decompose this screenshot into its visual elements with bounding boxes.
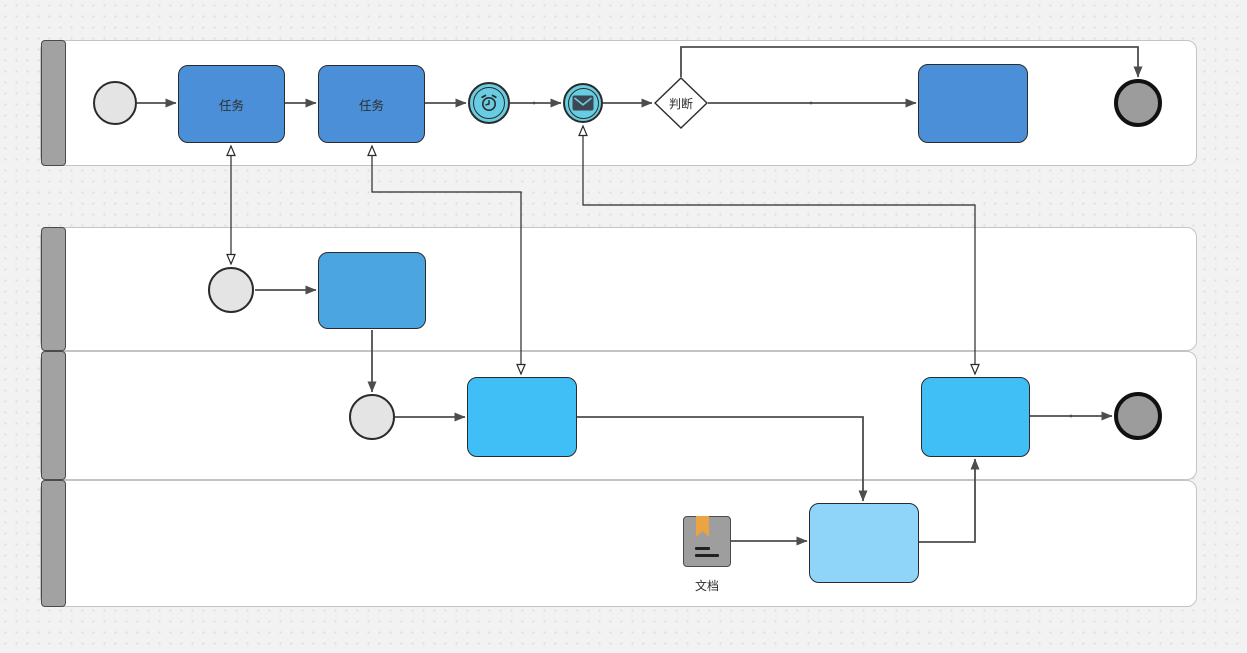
message-event-ring — [567, 87, 599, 119]
timer-event[interactable] — [468, 82, 510, 124]
task-d[interactable] — [318, 252, 426, 329]
gateway-diamond[interactable]: 判断 — [654, 77, 708, 129]
lane-3-header[interactable] — [41, 351, 66, 480]
task-g[interactable] — [809, 503, 919, 583]
document-label: 文档 — [694, 579, 719, 593]
sequence-flow-taskG-taskF[interactable] — [919, 458, 980, 543]
document-shape[interactable] — [683, 516, 731, 567]
gateway-label: 判断 — [668, 96, 693, 111]
end-event-1[interactable] — [1114, 79, 1162, 127]
bookmark-icon — [696, 516, 709, 537]
flow-midpoint-dot — [532, 101, 536, 105]
task-a[interactable]: 任务 — [178, 65, 285, 143]
document-text-line — [695, 547, 710, 550]
pool-lane-4[interactable] — [40, 480, 1197, 607]
start-event-2[interactable] — [208, 267, 254, 313]
message-flow-taskB-taskE[interactable] — [367, 144, 526, 376]
start-event-1[interactable] — [93, 81, 137, 125]
document-text-line — [695, 554, 719, 557]
sequence-flow-gateway-end1[interactable] — [680, 46, 1143, 78]
task-c[interactable] — [918, 64, 1028, 143]
task-a-label: 任务 — [218, 98, 244, 113]
lane-2-header[interactable] — [41, 227, 66, 351]
task-b[interactable]: 任务 — [318, 65, 425, 143]
lane-1-header[interactable] — [41, 40, 66, 166]
message-flow-message-taskF[interactable] — [578, 124, 980, 376]
sequence-flow-taskE-taskG[interactable] — [577, 416, 868, 502]
flow-midpoint-dot — [1069, 414, 1073, 418]
lane-4-header[interactable] — [41, 480, 66, 607]
start-event-3[interactable] — [349, 394, 395, 440]
task-e[interactable] — [467, 377, 577, 457]
task-f[interactable] — [921, 377, 1030, 457]
end-event-2[interactable] — [1114, 392, 1162, 440]
timer-clock-icon — [481, 94, 497, 111]
envelope-icon — [572, 95, 594, 111]
flow-midpoint-dot — [809, 101, 813, 105]
task-b-label: 任务 — [358, 98, 384, 113]
timer-event-ring — [473, 87, 505, 119]
message-event[interactable] — [563, 83, 603, 123]
